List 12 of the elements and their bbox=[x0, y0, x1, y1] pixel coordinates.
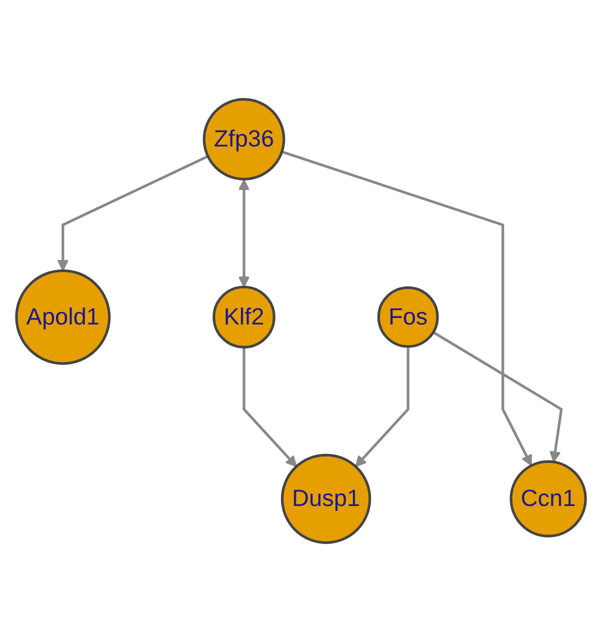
arrow bbox=[242, 346, 297, 467]
arrow bbox=[432, 330, 563, 462]
node-circle: Apold1 bbox=[15, 268, 111, 364]
node-circle: Fos bbox=[377, 286, 439, 348]
node-circle: Zfp36 bbox=[202, 98, 286, 180]
node-circle: Ccn1 bbox=[510, 460, 587, 537]
arrow bbox=[355, 346, 410, 467]
arrow bbox=[281, 150, 532, 466]
node-circle: Klf2 bbox=[212, 285, 276, 348]
arrow bbox=[238, 178, 250, 288]
node-circle: Dusp1 bbox=[280, 453, 372, 544]
arrow bbox=[57, 154, 208, 271]
